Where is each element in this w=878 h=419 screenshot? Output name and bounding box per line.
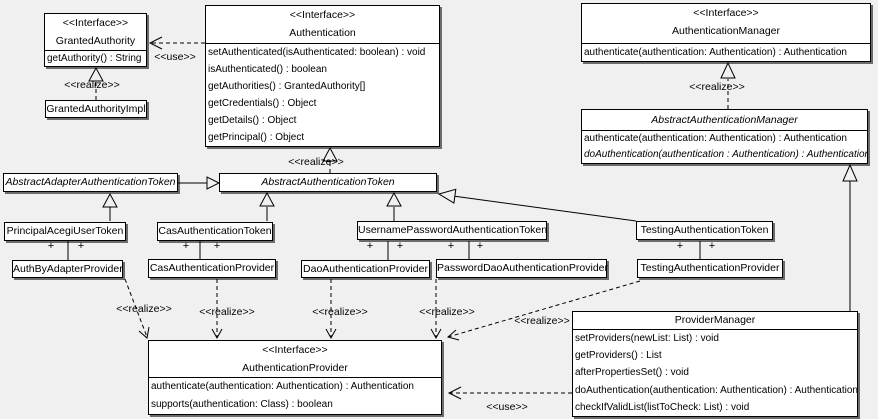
operation: doAuthentication(authentication : Authen… — [584, 149, 867, 160]
association-end-plus: + — [366, 240, 374, 252]
class-name: AuthByAdapterProvider — [13, 263, 123, 275]
realize-label: <<realize>> — [514, 315, 570, 327]
operation: getProviders() : List — [575, 350, 662, 362]
class-name: PrincipalAcegiUserToken — [6, 225, 124, 237]
association-end-plus: + — [396, 240, 404, 252]
operation: checkIfValidList(listToCheck: List) : vo… — [575, 401, 750, 413]
class-name: AuthenticationManager — [672, 25, 780, 37]
class-authentication[interactable]: <<Interface>> Authentication setAuthenti… — [205, 5, 440, 147]
operation: setAuthenticated(isAuthenticated: boolea… — [208, 47, 426, 58]
class-name: AuthenticationProvider — [242, 362, 348, 374]
class-abstract-authentication-token[interactable]: AbstractAuthenticationToken — [219, 173, 437, 192]
realize-label: <<realize>> — [116, 303, 172, 315]
class-auth-by-adapter-provider[interactable]: AuthByAdapterProvider — [12, 260, 123, 278]
class-granted-authority-impl[interactable]: GrantedAuthorityImpl — [45, 100, 147, 118]
stereotype: <<Interface>> — [289, 9, 356, 21]
class-abstract-adapter-authentication-token[interactable]: AbstractAdapterAuthenticationToken — [3, 173, 178, 192]
class-username-password-authentication-token[interactable]: UsernamePasswordAuthenticationToken — [357, 221, 547, 240]
realize-label: <<realize>> — [689, 81, 745, 93]
class-name: DaoAuthenticationProvider — [303, 263, 428, 275]
class-abstract-authentication-manager[interactable]: AbstractAuthenticationManager authentica… — [581, 109, 868, 164]
class-cas-authentication-token[interactable]: CasAuthenticationToken — [157, 222, 273, 241]
class-dao-authentication-provider[interactable]: DaoAuthenticationProvider — [301, 260, 430, 278]
class-name: GrantedAuthorityImpl — [46, 103, 146, 115]
operation: supports(authentication: Class) : boolea… — [151, 399, 333, 410]
class-authentication-provider[interactable]: <<Interface>> AuthenticationProvider aut… — [148, 340, 442, 415]
class-provider-manager[interactable]: ProviderManager setProviders(newList: Li… — [572, 311, 858, 417]
realize-label: <<realize>> — [312, 306, 368, 318]
association-end-plus: + — [676, 240, 684, 252]
class-name: TestingAuthenticationToken — [640, 224, 769, 236]
operation: authenticate(authentication: Authenticat… — [584, 47, 847, 58]
operation: getCredentials() : Object — [208, 98, 317, 109]
class-name: CasAuthenticationProvider — [149, 262, 275, 274]
association-end-plus: + — [47, 240, 55, 252]
operation: authenticate(authentication: Authenticat… — [151, 381, 414, 392]
class-name: PasswordDaoAuthenticationProvider — [437, 262, 609, 274]
use-label: <<use>> — [486, 401, 528, 413]
class-name: AbstractAuthenticationToken — [261, 176, 395, 188]
operation: afterPropertiesSet() : void — [575, 367, 689, 379]
class-authentication-manager[interactable]: <<Interface>> AuthenticationManager auth… — [581, 3, 871, 62]
stereotype: <<Interface>> — [693, 7, 759, 19]
class-name: TestingAuthenticationProvider — [640, 262, 780, 274]
association-end-plus: + — [447, 240, 455, 252]
stereotype: <<Interface>> — [62, 17, 129, 29]
stereotype: <<Interface>> — [262, 344, 328, 356]
operation: getAuthorities() : GrantedAuthority[] — [208, 81, 366, 92]
class-name: AbstractAuthenticationManager — [651, 114, 798, 126]
class-password-dao-authentication-provider[interactable]: PasswordDaoAuthenticationProvider — [436, 259, 609, 278]
class-cas-authentication-provider[interactable]: CasAuthenticationProvider — [148, 259, 276, 278]
class-name: UsernamePasswordAuthenticationToken — [358, 224, 548, 236]
operation: doAuthentication(authentication: Authent… — [575, 384, 857, 396]
operation: authenticate(authentication: Authenticat… — [584, 133, 847, 144]
operation: getDetails() : Object — [208, 115, 297, 126]
association-end-plus: + — [182, 240, 190, 252]
association-end-plus: + — [77, 240, 85, 252]
use-label: <<use>> — [154, 51, 196, 63]
association-end-plus: + — [476, 240, 484, 252]
realize-label: <<realize>> — [64, 79, 120, 91]
operation: setProviders(newList: List) : void — [575, 333, 719, 344]
class-name: GrantedAuthority — [55, 35, 136, 47]
class-name: ProviderManager — [674, 314, 756, 326]
class-granted-authority[interactable]: <<Interface>> GrantedAuthority getAuthor… — [44, 13, 147, 67]
class-name: AbstractAdapterAuthenticationToken — [5, 176, 176, 188]
association-end-plus: + — [708, 240, 716, 252]
operation: getPrincipal() : Object — [208, 132, 305, 143]
association-end-plus: + — [213, 240, 221, 252]
realize-label: <<realize>> — [288, 156, 344, 168]
operation: getAuthority() : String — [47, 53, 142, 64]
operation: isAuthenticated() : boolean — [208, 64, 327, 75]
class-name: Authentication — [289, 27, 356, 39]
class-testing-authentication-token[interactable]: TestingAuthenticationToken — [636, 221, 773, 240]
realize-label: <<realize>> — [199, 306, 255, 318]
class-name: CasAuthenticationToken — [158, 225, 272, 237]
class-testing-authentication-provider[interactable]: TestingAuthenticationProvider — [637, 259, 783, 278]
realize-label: <<realize>> — [419, 306, 475, 318]
class-principal-acegi-user-token[interactable]: PrincipalAcegiUserToken — [4, 222, 126, 241]
